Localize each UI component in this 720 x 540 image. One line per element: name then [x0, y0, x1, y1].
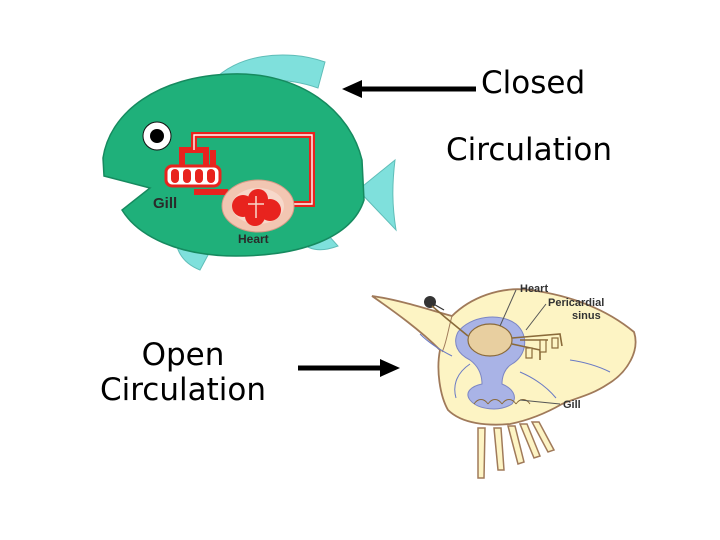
fish-heart-label: Heart — [238, 232, 269, 246]
fish-pupil — [150, 129, 164, 143]
fish-heart — [221, 179, 295, 233]
fish-gill-label: Gill — [153, 195, 177, 212]
closed-circulation-title-line2: Circulation — [446, 132, 613, 168]
fish-tail-fin — [357, 158, 397, 232]
animal-legs — [477, 421, 556, 479]
open-arrow — [298, 359, 400, 377]
open-circulation-animal: Heart Pericardial sinus Gill — [371, 283, 637, 479]
open-heart — [467, 323, 513, 357]
open-circulation-title-line2: Circulation — [99, 371, 266, 408]
closed-arrow — [342, 80, 476, 98]
open-circulation-title: Open Circulation — [86, 338, 280, 407]
animal-heart-label: Heart — [520, 283, 548, 295]
label-pointers — [499, 289, 561, 405]
fish-gill-filaments — [164, 164, 222, 188]
fish-body — [102, 73, 365, 257]
closed-circulation-title-line1: Closed — [481, 65, 586, 101]
flow-arrows — [419, 333, 611, 399]
animal-pericardial-label: Pericardial — [548, 297, 604, 309]
animal-gill — [473, 399, 531, 405]
animal-gill-label: Gill — [563, 399, 581, 411]
open-circulation-title-line1: Open — [141, 337, 225, 373]
animal-sinus-label: sinus — [572, 310, 601, 322]
fish-illustration: Gill Heart — [102, 54, 397, 271]
